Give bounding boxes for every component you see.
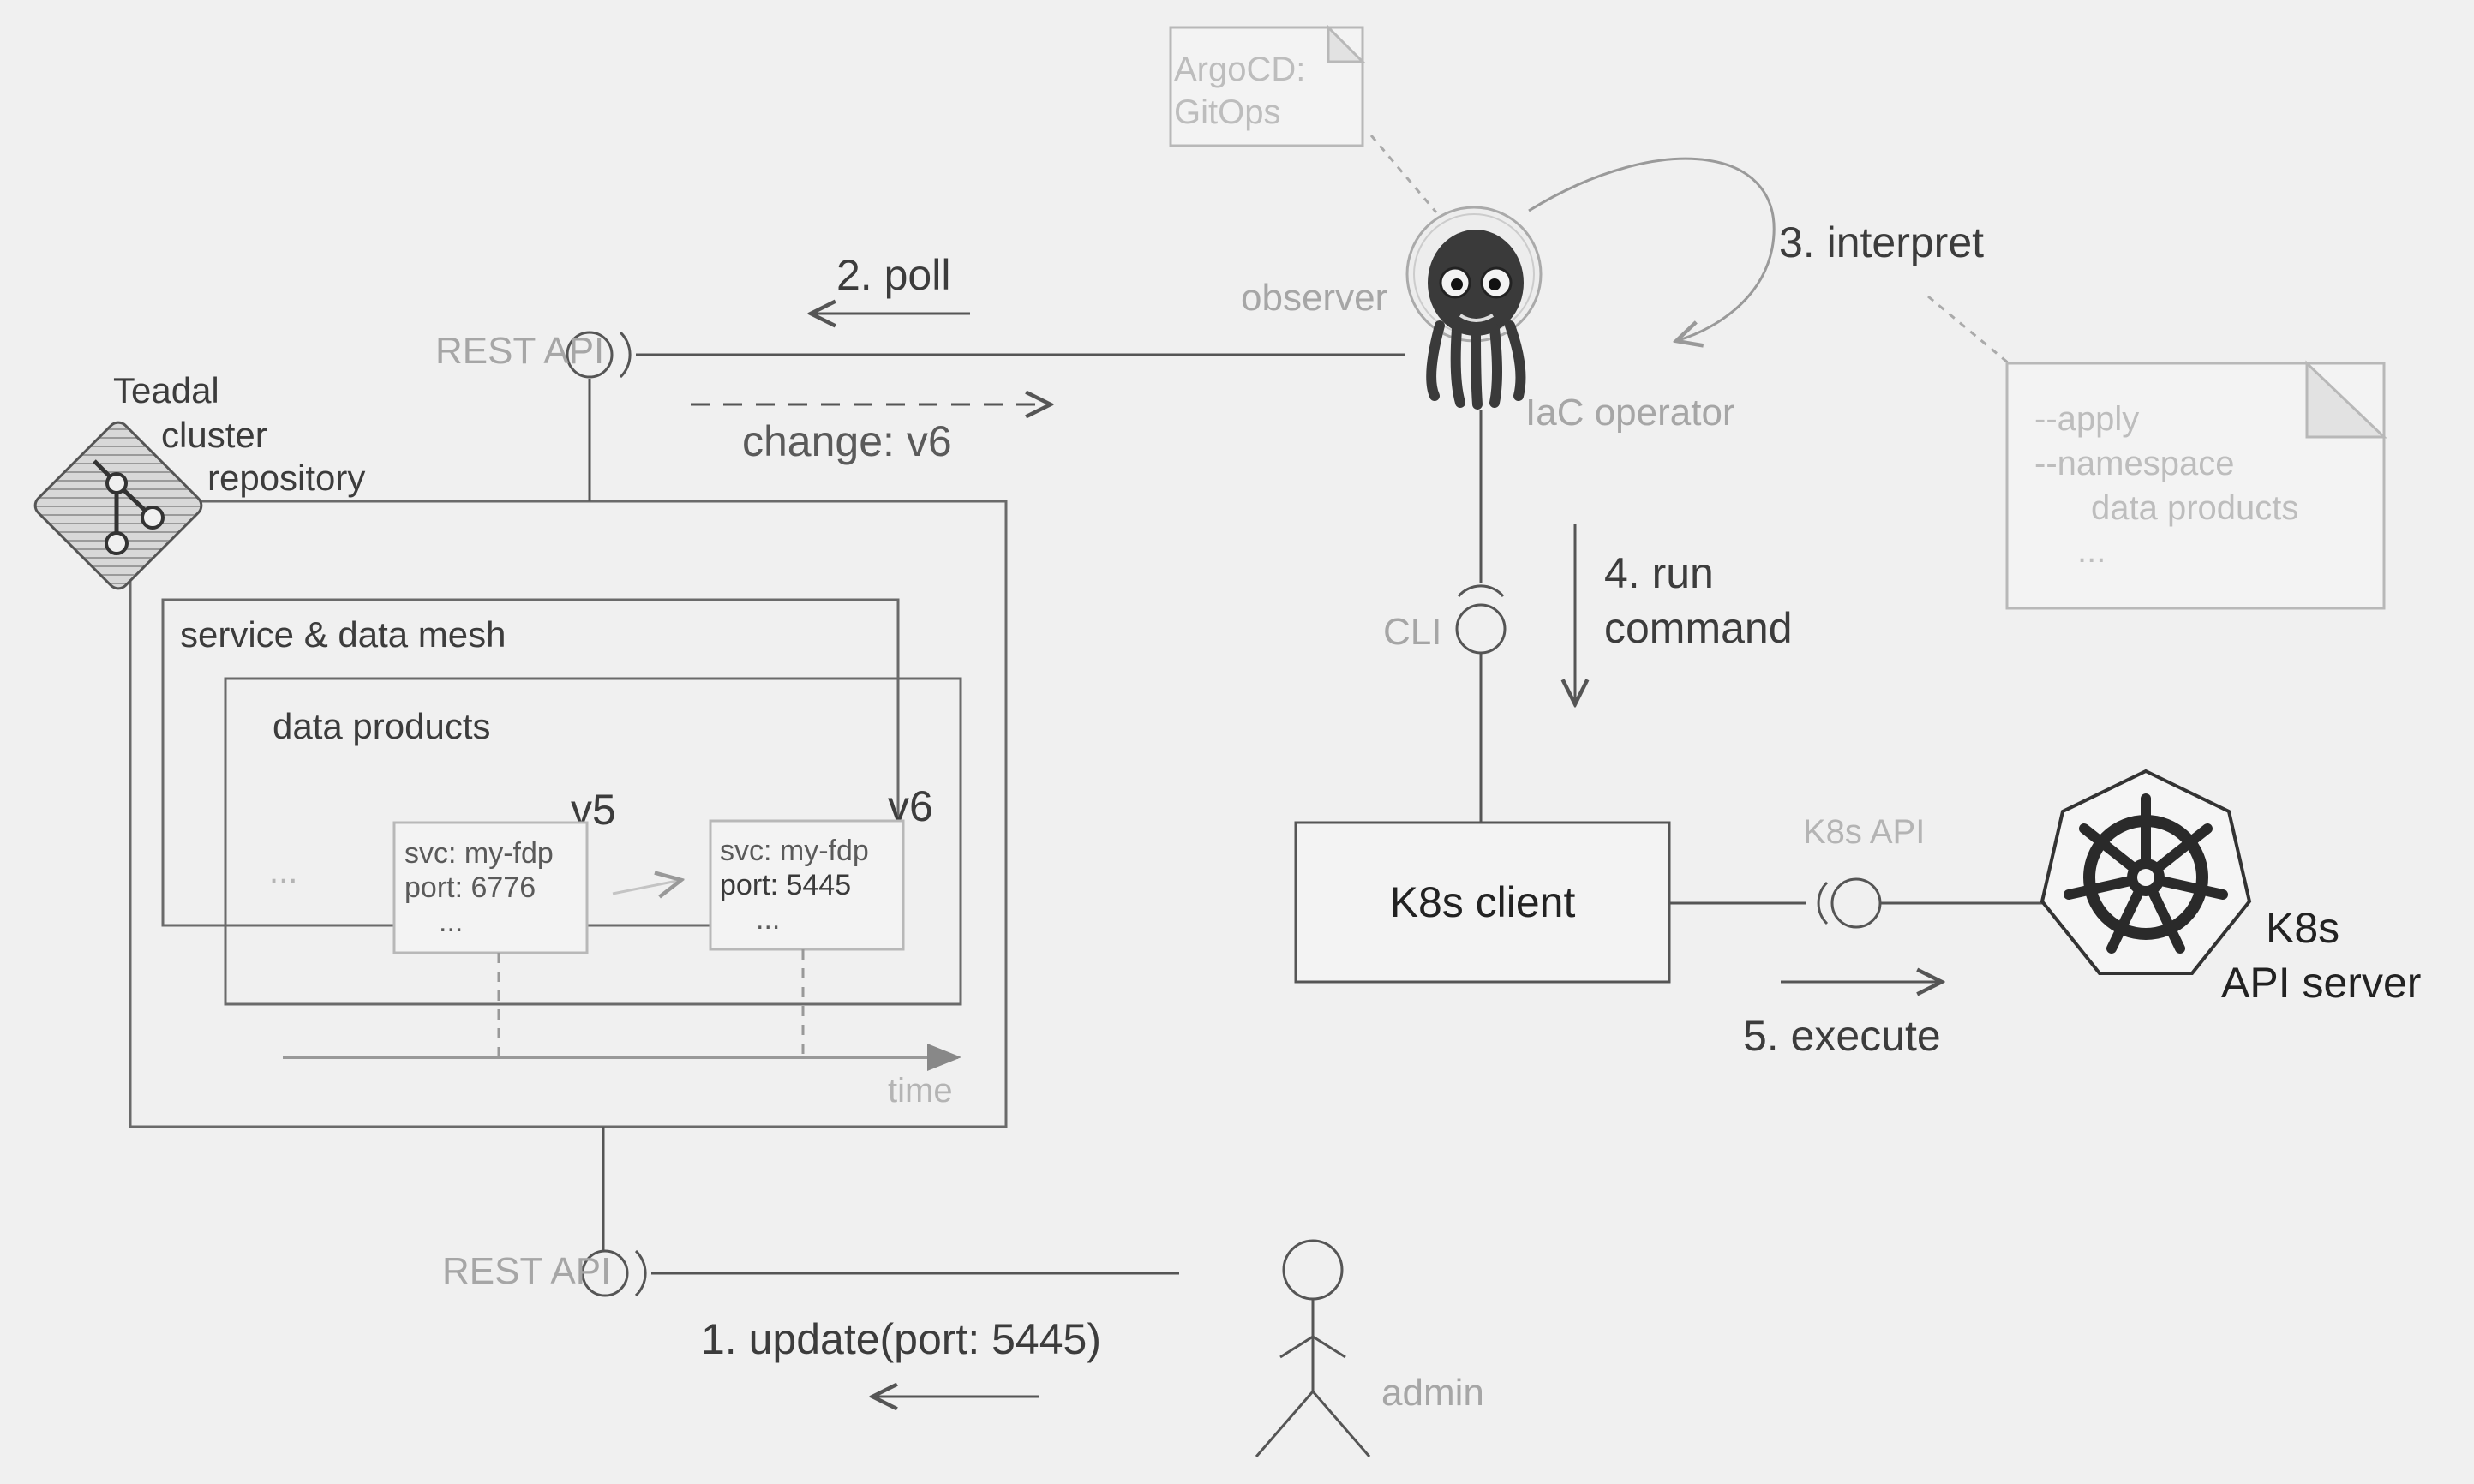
argocd-note-line-2: GitOps bbox=[1174, 93, 1280, 131]
step-change-label: change: v6 bbox=[742, 417, 952, 465]
version-new-line-3: ... bbox=[756, 903, 780, 936]
mesh-label: service & data mesh bbox=[180, 614, 506, 655]
data-products-label: data products bbox=[273, 706, 491, 746]
step-interpret-label: 3. interpret bbox=[1779, 218, 1984, 266]
version-old-line-3: ... bbox=[439, 906, 463, 938]
argocd-note-fold bbox=[1327, 24, 1366, 63]
repository-title-3: repository bbox=[207, 458, 365, 498]
version-new-line-2: port: 5445 bbox=[720, 869, 851, 901]
k8s-api-cup bbox=[1817, 881, 1829, 925]
version-old-card bbox=[392, 821, 589, 954]
version-old-line-2: port: 6776 bbox=[404, 871, 536, 904]
command-note-line-1: --apply bbox=[2034, 400, 2139, 438]
command-note-connector bbox=[1927, 295, 2010, 365]
rest-api-top-cup bbox=[619, 331, 632, 379]
version-new-line-1: svc: my-fdp bbox=[720, 835, 869, 867]
k8s-api-label: K8s API bbox=[1803, 813, 1925, 851]
repository-title-1: Teadal bbox=[113, 370, 219, 410]
version-new-card bbox=[709, 819, 905, 951]
version-transition-arrow bbox=[612, 880, 681, 894]
interpret-loop-arrow bbox=[1528, 157, 1776, 341]
cli-cup bbox=[1457, 584, 1505, 597]
k8s-client-box bbox=[1294, 821, 1671, 984]
command-note-line-2: --namespace bbox=[2034, 445, 2234, 482]
version-old-line-1: svc: my-fdp bbox=[404, 837, 554, 870]
argocd-note-connector bbox=[1369, 135, 1438, 213]
command-note-line-3: data products bbox=[2091, 489, 2298, 527]
repository-outer-box bbox=[129, 500, 1008, 1128]
rest-api-top-label: REST API bbox=[435, 330, 604, 372]
argocd-note-line-1: ArgoCD: bbox=[1174, 51, 1305, 88]
command-note-fold bbox=[2305, 360, 2387, 439]
command-note-line-4: ... bbox=[2077, 532, 2106, 570]
step-update-label: 1. update(port: 5445) bbox=[701, 1315, 1101, 1363]
argo-octopus-icon bbox=[1405, 206, 1543, 410]
step-run-label-2: command bbox=[1604, 604, 1793, 652]
api-server-label-1: K8s bbox=[2266, 904, 2339, 952]
repository-title-2: cluster bbox=[161, 415, 267, 455]
iac-operator-label: IaC operator bbox=[1525, 392, 1735, 434]
api-server-label-2: API server bbox=[2221, 959, 2421, 1007]
cli-socket bbox=[1455, 603, 1507, 655]
step-run-label-1: 4. run bbox=[1604, 549, 1714, 597]
rest-api-bottom-cup bbox=[634, 1249, 647, 1297]
k8s-api-socket bbox=[1830, 877, 1882, 929]
kubernetes-wheel-icon bbox=[2040, 769, 2252, 975]
admin-label: admin bbox=[1381, 1372, 1484, 1414]
step-execute-label: 5. execute bbox=[1743, 1012, 1941, 1060]
data-products-box bbox=[224, 677, 962, 1006]
git-icon bbox=[33, 421, 203, 590]
admin-stick-figure bbox=[1255, 1239, 1371, 1457]
cli-label: CLI bbox=[1383, 611, 1441, 653]
rest-api-bottom-socket bbox=[581, 1249, 629, 1297]
k8s-client-label: K8s client bbox=[1390, 878, 1576, 926]
step-poll-label: 2. poll bbox=[836, 251, 950, 299]
rest-api-bottom-label: REST API bbox=[442, 1250, 611, 1292]
time-label: time bbox=[888, 1072, 953, 1110]
observer-label: observer bbox=[1241, 277, 1387, 319]
rest-api-top-socket bbox=[566, 331, 614, 379]
products-ellipsis: ... bbox=[269, 853, 297, 890]
repository-panel: service & data mesh data products ... v5… bbox=[129, 500, 1008, 1128]
